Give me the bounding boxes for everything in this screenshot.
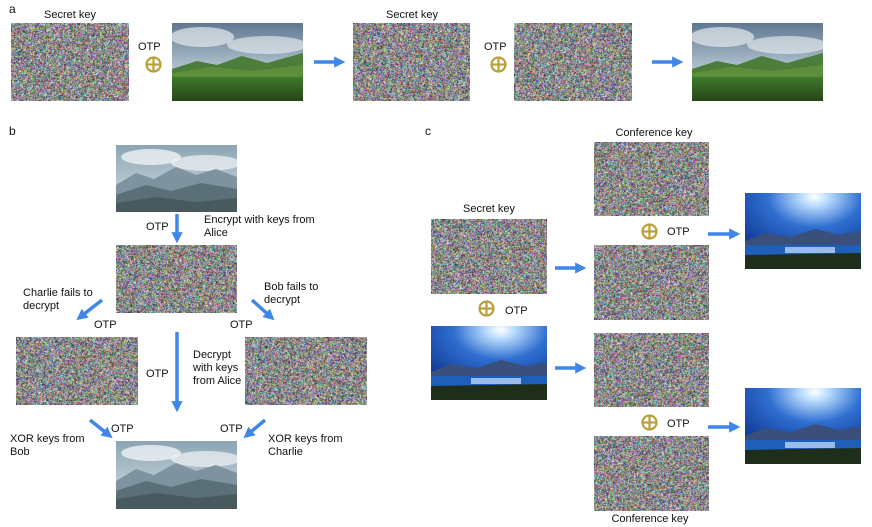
circled-plus-icon — [641, 223, 658, 240]
landscape-photo-a2 — [692, 23, 823, 101]
arrow-b-charlie-xor — [243, 418, 267, 439]
conference-key-label-bottom: Conference key — [611, 513, 689, 525]
otp-label-b-bl: OTP — [111, 423, 134, 435]
bob-fails-label: Bob fails to decrypt — [264, 281, 319, 306]
otp-label-c-left: OTP — [505, 305, 528, 317]
panel-letter-c: c — [425, 124, 431, 138]
xor-keys-charlie-label: XOR keys from Charlie — [268, 433, 343, 458]
secret-key-noise-c — [431, 219, 547, 294]
conference-key-label-top: Conference key — [615, 127, 693, 139]
landscape-photo-a1 — [172, 23, 303, 101]
encrypt-with-alice-label: Encrypt with keys from Alice — [204, 214, 315, 239]
secret-key-label-c: Secret key — [463, 203, 515, 215]
xor-symbol-c-top — [641, 223, 658, 240]
otp-label-a2: OTP — [484, 41, 507, 53]
arrow-b-bob-xor — [88, 418, 113, 439]
arrow-b-bob — [250, 298, 275, 321]
otp-label-b-center: OTP — [146, 368, 169, 380]
circled-plus-icon — [478, 300, 495, 317]
arrow-b-charlie — [76, 298, 104, 321]
lake-photo-c-bottom — [745, 388, 861, 464]
decrypt-with-alice-label: Decrypt with keys from Alice — [193, 349, 242, 387]
mountain-photo-b-top — [116, 145, 237, 212]
lake-photo-c-source — [431, 326, 547, 400]
conference-key-noise-bottom — [594, 436, 709, 511]
ciphertext-noise-c-top — [594, 245, 709, 320]
xor-symbol-c-bottom — [641, 414, 658, 431]
charlie-result-noise — [16, 337, 138, 405]
otp-label-c-bottom: OTP — [667, 418, 690, 430]
secret-key-noise-a1 — [11, 23, 129, 101]
bob-result-noise — [245, 337, 367, 405]
lake-photo-c-top — [745, 193, 861, 269]
xor-symbol-a2 — [490, 56, 507, 73]
panel-letter-a: a — [9, 2, 16, 16]
mountain-photo-b-bottom — [116, 441, 237, 509]
circled-plus-icon — [641, 414, 658, 431]
secret-key-label-a1: Secret key — [44, 9, 96, 21]
otp-label-b-top: OTP — [146, 221, 169, 233]
otp-label-c-top: OTP — [667, 226, 690, 238]
otp-label-a1: OTP — [138, 41, 161, 53]
otp-label-b-left: OTP — [94, 319, 117, 331]
otp-label-b-right: OTP — [230, 319, 253, 331]
otp-label-b-br: OTP — [220, 423, 243, 435]
secret-key-label-a2: Secret key — [386, 9, 438, 21]
ciphertext-noise-a — [514, 23, 632, 101]
charlie-fails-label: Charlie fails to decrypt — [23, 287, 93, 312]
ciphertext-noise-c-bottom — [594, 333, 709, 407]
xor-keys-bob-label: XOR keys from Bob — [10, 433, 85, 458]
ciphertext-noise-b — [116, 245, 237, 313]
xor-symbol-c-left — [478, 300, 495, 317]
panel-letter-b: b — [9, 124, 16, 138]
secret-key-noise-a2 — [353, 23, 470, 101]
circled-plus-icon — [145, 56, 162, 73]
xor-symbol-a1 — [145, 56, 162, 73]
circled-plus-icon — [490, 56, 507, 73]
conference-key-noise-top — [594, 142, 709, 216]
